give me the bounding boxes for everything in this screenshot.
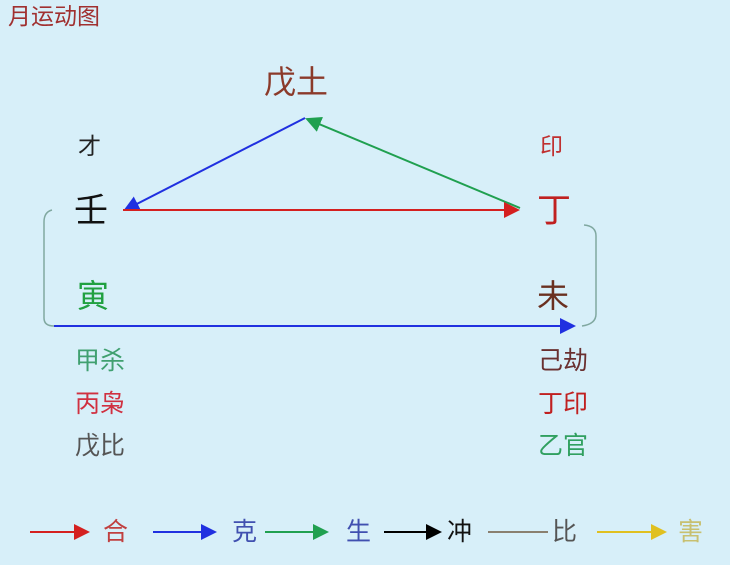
left-branch: 寅 <box>77 277 110 315</box>
ke-arrow-wu-to-ren <box>123 117 306 211</box>
left-bracket <box>43 209 55 327</box>
legend-he-label: 合 <box>103 517 129 546</box>
sheng-arrow-ding-to-wu <box>305 117 521 209</box>
left-relation: 才 <box>78 134 101 160</box>
diagram-title: 月运动图 <box>8 4 100 30</box>
right-branch: 未 <box>537 277 570 315</box>
left-stem: 壬 <box>74 191 108 231</box>
right-stem: 丁 <box>537 191 571 231</box>
left-hidden-1: 甲杀 <box>75 346 126 375</box>
right-hidden-3: 乙官 <box>538 431 589 460</box>
right-bracket <box>581 224 597 327</box>
right-hidden-2: 丁印 <box>538 389 589 418</box>
left-hidden-3: 戊比 <box>75 431 126 460</box>
legend-sheng-label: 生 <box>346 517 372 546</box>
right-hidden-1: 己劫 <box>538 346 589 375</box>
legend-ke-label: 克 <box>232 517 258 546</box>
top-node-wu-earth: 戊土 <box>264 63 329 101</box>
legend-bi-label: 比 <box>552 517 578 546</box>
legend-chong-label: 冲 <box>447 517 473 546</box>
left-hidden-2: 丙枭 <box>75 389 126 418</box>
legend-hai-label: 害 <box>678 517 704 546</box>
right-relation: 印 <box>540 134 563 160</box>
